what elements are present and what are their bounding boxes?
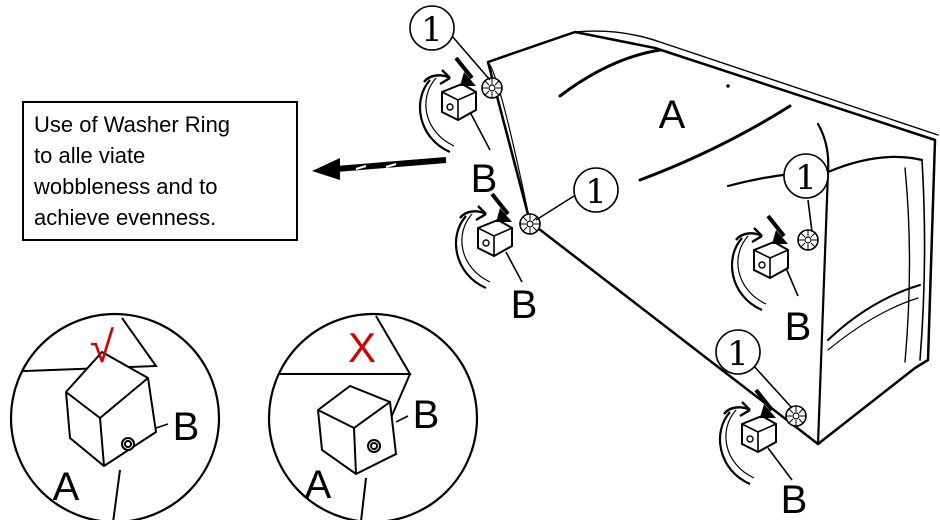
arrow-left-icon — [312, 157, 447, 180]
callout-1-top-left: 1 — [409, 5, 455, 51]
foot-middle-left — [453, 192, 514, 290]
washer-number: 1 — [727, 334, 749, 374]
foot-label: B — [781, 478, 808, 520]
foot-label: B — [413, 393, 440, 437]
foot-label: B — [785, 305, 812, 349]
callout-1-bottom: 1 — [715, 329, 761, 375]
note-line-3: wobbleness and to — [34, 174, 218, 199]
foot-label: B — [471, 157, 498, 201]
note-line-2: to alle viate — [34, 143, 146, 168]
washer-ring-icon — [481, 77, 503, 99]
detail-wrong: A B X — [267, 312, 479, 520]
foot-label: B — [173, 405, 200, 449]
foot-top-left — [417, 56, 478, 154]
washer-ring-icon — [519, 213, 541, 235]
washer-ring-note: Use of Washer Ring to alle viate wobblen… — [22, 101, 298, 241]
washer-number: 1 — [421, 10, 443, 50]
cabinet-label: A — [53, 465, 80, 509]
note-line-4: achieve evenness. — [34, 205, 217, 230]
washer-ring-icon — [785, 405, 807, 427]
detail-correct: A B √ — [9, 312, 221, 520]
cabinet-label: A — [305, 463, 332, 507]
washer-number: 1 — [795, 158, 817, 198]
callout-1-right: 1 — [783, 153, 829, 199]
cabinet-body — [486, 30, 939, 446]
correct-mark: √ — [90, 323, 115, 372]
washer-ring-icon — [797, 229, 819, 251]
wrong-mark: X — [348, 324, 376, 371]
foot-middle-right — [729, 214, 790, 312]
callout-1-middle: 1 — [573, 167, 619, 213]
washer-number: 1 — [585, 172, 607, 212]
cabinet-label: A — [659, 93, 686, 137]
note-line-1: Use of Washer Ring — [34, 112, 231, 137]
foot-leader-lines — [451, 35, 813, 481]
foot-label: B — [511, 283, 538, 327]
foot-bottom-right — [717, 388, 778, 486]
